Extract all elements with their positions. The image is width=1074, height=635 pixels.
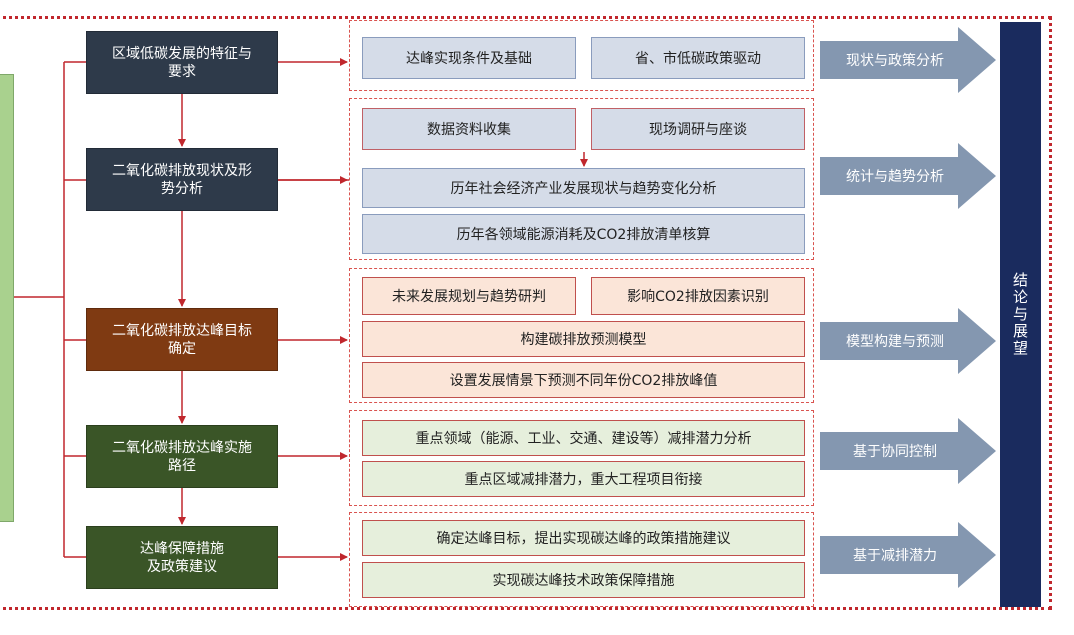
stage-5-safeguard-measures: 达峰保障措施 及政策建议 (86, 526, 278, 589)
left-bar (0, 74, 14, 522)
method-label-2: 统计与趋势分析 (846, 169, 944, 185)
stage-5-label: 达峰保障措施 及政策建议 (140, 540, 224, 575)
method-arrow-1: 现状与政策分析 (820, 27, 996, 93)
task-scenario-peak: 设置发展情景下预测不同年份CO2排放峰值 (362, 362, 805, 398)
conclusion-label: 结论与展望 (1011, 272, 1029, 357)
task-group-1 (349, 20, 814, 91)
stage-3-peak-target: 二氧化碳排放达峰目标 确定 (86, 308, 278, 371)
task-field-research: 现场调研与座谈 (591, 108, 805, 150)
task-group-3 (349, 268, 814, 403)
task-group-2 (349, 98, 814, 260)
task-policy-drivers: 省、市低碳政策驱动 (591, 37, 805, 79)
method-arrow-2: 统计与趋势分析 (820, 143, 996, 209)
task-group-4 (349, 410, 814, 506)
task-factor-identification: 影响CO2排放因素识别 (591, 277, 805, 315)
task-socioeconomic-analysis: 历年社会经济产业发展现状与趋势变化分析 (362, 168, 805, 208)
method-label-1: 现状与政策分析 (846, 53, 944, 69)
task-group-5 (349, 512, 814, 607)
task-safeguard-measures: 实现碳达峰技术政策保障措施 (362, 562, 805, 598)
task-policy-recommendations: 确定达峰目标，提出实现碳达峰的政策措施建议 (362, 520, 805, 556)
method-arrow-4: 基于协同控制 (820, 418, 996, 484)
stage-1-regional-characteristics: 区域低碳发展的特征与 要求 (86, 31, 278, 94)
method-arrow-5: 基于减排潜力 (820, 522, 996, 588)
task-emission-inventory: 历年各领域能源消耗及CO2排放清单核算 (362, 214, 805, 254)
task-peak-conditions: 达峰实现条件及基础 (362, 37, 576, 79)
conclusion-bar: 结论与展望 (1000, 22, 1041, 607)
task-regional-potential: 重点区域减排潜力，重大工程项目衔接 (362, 461, 805, 497)
outer-frame (0, 16, 1052, 610)
task-forecast-model: 构建碳排放预测模型 (362, 321, 805, 357)
method-label-3: 模型构建与预测 (846, 334, 944, 350)
stage-4-implementation-path: 二氧化碳排放达峰实施 路径 (86, 425, 278, 488)
task-data-collection: 数据资料收集 (362, 108, 576, 150)
method-label-5: 基于减排潜力 (853, 548, 937, 564)
task-future-planning: 未来发展规划与趋势研判 (362, 277, 576, 315)
stage-3-label: 二氧化碳排放达峰目标 确定 (112, 322, 252, 357)
stage-1-label: 区域低碳发展的特征与 要求 (112, 45, 252, 80)
task-sector-potential: 重点领域（能源、工业、交通、建设等）减排潜力分析 (362, 420, 805, 456)
method-arrow-3: 模型构建与预测 (820, 308, 996, 374)
method-label-4: 基于协同控制 (853, 444, 937, 460)
stage-2-emission-status: 二氧化碳排放现状及形 势分析 (86, 148, 278, 211)
stage-4-label: 二氧化碳排放达峰实施 路径 (112, 439, 252, 474)
stage-2-label: 二氧化碳排放现状及形 势分析 (112, 162, 252, 197)
